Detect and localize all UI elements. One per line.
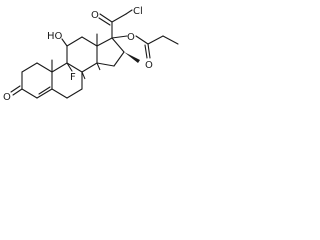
ring-a — [10, 62, 53, 99]
ring-c — [66, 36, 98, 73]
angular-methyls — [51, 33, 98, 73]
chloroacetyl-group: O Cl — [91, 6, 143, 39]
c16-methyl — [124, 52, 140, 63]
fluorine-label: F — [70, 72, 76, 83]
ester-carbonyl-oxygen-label: O — [145, 60, 153, 71]
fluorine-group: F — [66, 62, 76, 83]
carbonyl-oxygen-label: O — [91, 10, 99, 21]
hydroxyl-label: HO — [47, 31, 63, 42]
chemical-structure: HO F O Cl O O O — [3, 6, 179, 103]
ester-oxygen-label: O — [127, 32, 135, 43]
stereo-hydrogens — [81, 62, 101, 80]
ketone-oxygen-label: O — [3, 92, 11, 103]
chlorine-label: Cl — [133, 6, 143, 17]
ring-b — [51, 62, 83, 99]
hydroxyl-group: HO — [47, 31, 68, 47]
ring-d — [96, 37, 125, 67]
propionate-ester: O O — [111, 32, 179, 71]
